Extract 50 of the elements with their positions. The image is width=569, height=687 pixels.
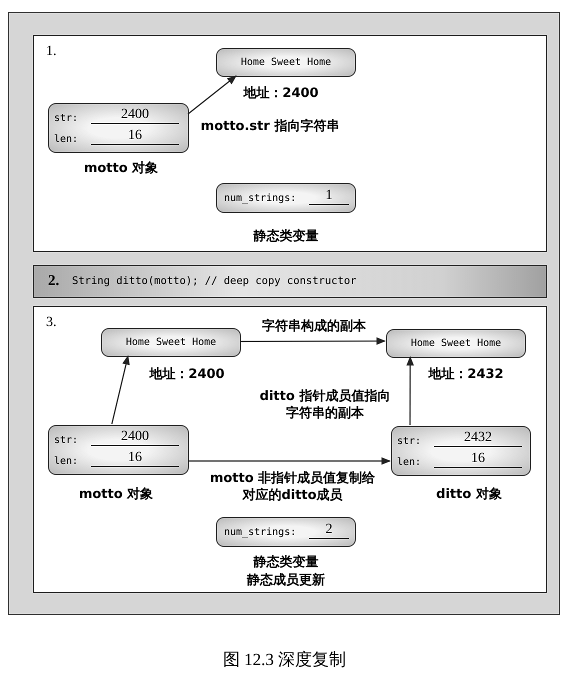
arrow — [240, 337, 386, 345]
node-caption: 地址：2432 — [427, 366, 505, 383]
static-member-box — [216, 517, 356, 547]
object-box — [48, 425, 189, 475]
string-text: Home Sweet Home — [240, 57, 332, 68]
step-number: 1. — [46, 44, 56, 60]
figure-caption: 图 12.3 深度复制 — [222, 649, 348, 671]
node-caption: 地址：2400 — [148, 366, 226, 383]
field-name: num_strings: — [224, 527, 296, 538]
string-box — [216, 48, 356, 77]
field-value: 2400 — [91, 429, 179, 446]
node-caption: 静态类变量 — [252, 554, 320, 571]
field-name: str: — [54, 435, 78, 446]
node-caption: ditto 对象 — [435, 486, 503, 503]
string-box — [101, 328, 241, 357]
code-text: String ditto(motto); // deep copy constructor — [72, 275, 356, 287]
field-name: str: — [54, 113, 78, 124]
arrow — [111, 355, 130, 424]
field-name: len: — [54, 456, 78, 467]
step-number: 3. — [46, 315, 56, 331]
field-name: str: — [397, 436, 422, 447]
field-name: len: — [397, 457, 422, 468]
step-number: 2. — [48, 273, 60, 290]
node-caption: motto 对象 — [78, 486, 154, 503]
node-caption: 地址：2400 — [242, 85, 320, 102]
field-value: 2400 — [91, 107, 179, 124]
code-banner — [33, 265, 547, 298]
object-box — [391, 426, 531, 476]
field-name: num_strings: — [224, 193, 296, 204]
node-caption: 静态类变量 — [252, 228, 320, 245]
string-text: Home Sweet Home — [126, 337, 216, 348]
arrow — [406, 356, 414, 425]
field-name: len: — [54, 134, 78, 145]
field-value: 16 — [91, 128, 179, 145]
object-box — [48, 103, 189, 153]
step-panel — [33, 35, 547, 252]
static-member-box — [216, 183, 356, 213]
field-value: 2 — [309, 522, 349, 539]
string-text: Home Sweet Home — [410, 338, 502, 349]
arrow — [188, 457, 391, 465]
node-caption: 静态成员更新 — [246, 572, 326, 589]
field-value: 1 — [309, 188, 349, 205]
field-value: 16 — [91, 450, 179, 467]
step-panel — [33, 306, 547, 593]
node-caption: motto 对象 — [82, 160, 160, 177]
string-box — [386, 329, 526, 358]
arrow — [188, 75, 237, 114]
edge-label: motto.str 指向字符串 — [200, 118, 340, 135]
field-value: 2432 — [434, 430, 522, 447]
field-value: 16 — [434, 451, 522, 468]
